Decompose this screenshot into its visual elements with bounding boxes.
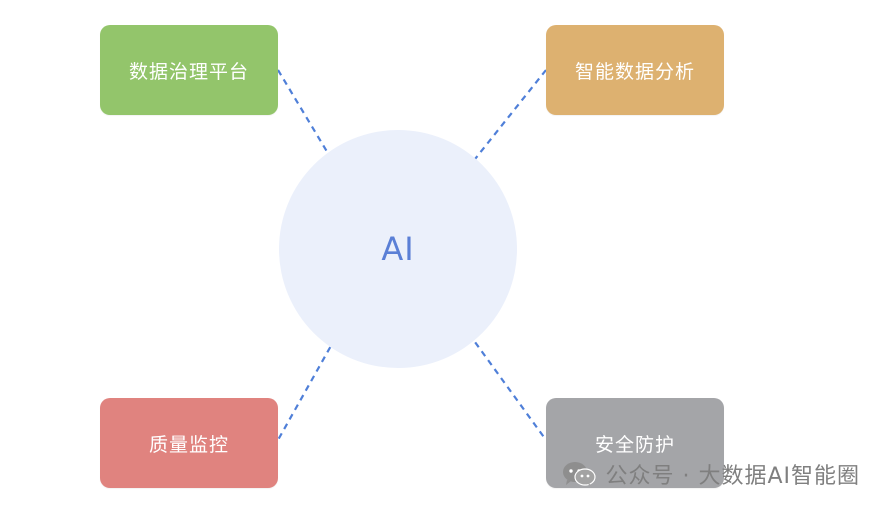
center-circle (279, 130, 517, 368)
node-intelligent-analysis-label: 智能数据分析 (574, 60, 695, 83)
node-data-governance-label: 数据治理平台 (128, 60, 249, 83)
watermark: 公众号 · 大数据AI智能圈 (561, 456, 860, 492)
node-security-protection-label: 安全防护 (594, 433, 675, 456)
node-quality-monitoring: 质量监控 (100, 398, 278, 488)
node-data-governance: 数据治理平台 (100, 25, 278, 115)
node-intelligent-analysis: 智能数据分析 (546, 25, 724, 115)
center-label: AI (381, 230, 415, 268)
connector-bottom-left (277, 279, 369, 441)
node-quality-monitoring-label: 质量监控 (148, 433, 229, 456)
watermark-text: 公众号 · 大数据AI智能圈 (605, 464, 860, 489)
wechat-icon (563, 462, 597, 487)
